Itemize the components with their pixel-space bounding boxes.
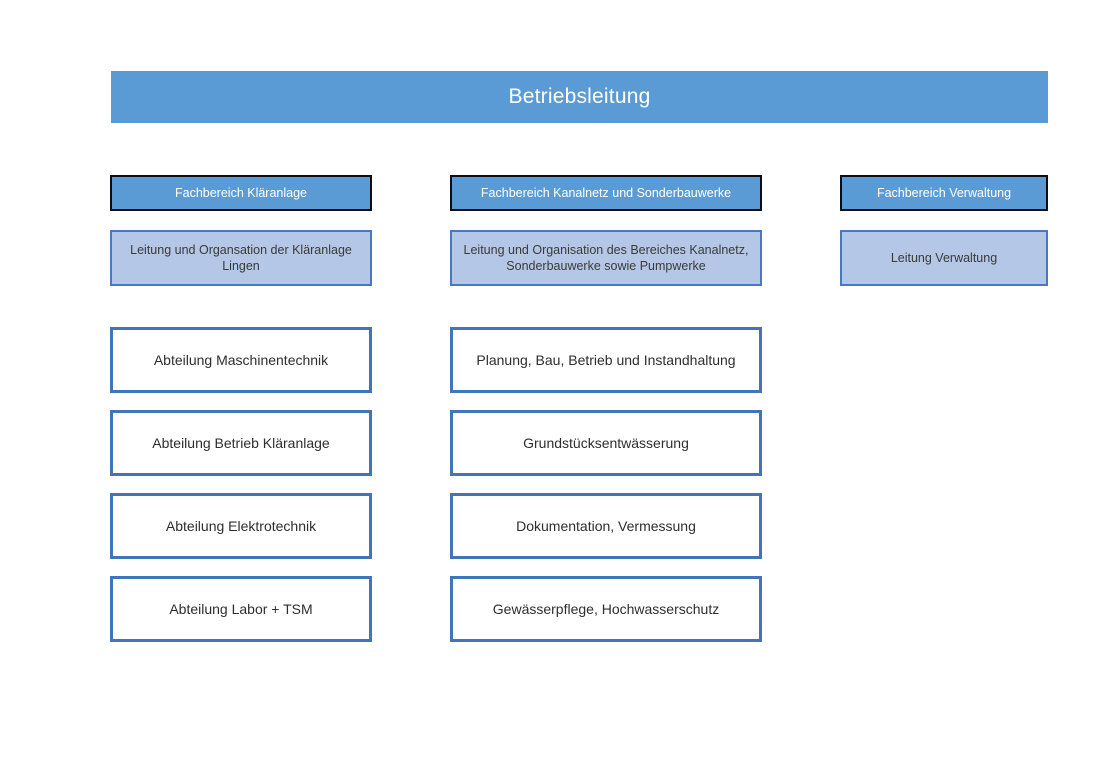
org-column-verwaltung: Fachbereich Verwaltung Leitung Verwaltun… — [840, 175, 1048, 286]
unit-label: Abteilung Labor + TSM — [169, 600, 313, 617]
department-box-verwaltung[interactable]: Fachbereich Verwaltung — [840, 175, 1048, 211]
org-column-klaeranlage: Fachbereich Kläranlage Leitung und Organ… — [110, 175, 372, 642]
leadership-box-verwaltung[interactable]: Leitung Verwaltung — [840, 230, 1048, 286]
unit-box[interactable]: Grundstücksentwässerung — [450, 410, 762, 476]
org-column-kanalnetz: Fachbereich Kanalnetz und Sonderbauwerke… — [450, 175, 762, 642]
unit-box[interactable]: Abteilung Elektrotechnik — [110, 493, 372, 559]
department-label: Fachbereich Kanalnetz und Sonderbauwerke — [480, 185, 732, 200]
leadership-box-kanalnetz[interactable]: Leitung und Organisation des Bereiches K… — [450, 230, 762, 286]
unit-box[interactable]: Abteilung Labor + TSM — [110, 576, 372, 642]
leadership-label: Leitung und Organisation des Bereiches K… — [463, 242, 749, 274]
department-label: Fachbereich Verwaltung — [876, 185, 1012, 200]
unit-box[interactable]: Dokumentation, Vermessung — [450, 493, 762, 559]
leadership-box-klaeranlage[interactable]: Leitung und Organsation der Kläranlage L… — [110, 230, 372, 286]
unit-label: Grundstücksentwässerung — [523, 434, 689, 451]
unit-label: Abteilung Betrieb Kläranlage — [152, 434, 330, 451]
unit-list-klaeranlage: Abteilung Maschinentechnik Abteilung Bet… — [110, 327, 372, 642]
department-box-klaeranlage[interactable]: Fachbereich Kläranlage — [110, 175, 372, 211]
unit-label: Abteilung Maschinentechnik — [153, 351, 329, 368]
department-box-kanalnetz[interactable]: Fachbereich Kanalnetz und Sonderbauwerke — [450, 175, 762, 211]
unit-label: Planung, Bau, Betrieb und Instandhaltung — [476, 351, 736, 368]
org-chart-banner: Betriebsleitung — [111, 71, 1048, 123]
org-chart-title: Betriebsleitung — [508, 85, 651, 109]
unit-box[interactable]: Abteilung Betrieb Kläranlage — [110, 410, 372, 476]
department-label: Fachbereich Kläranlage — [174, 185, 308, 200]
unit-box[interactable]: Planung, Bau, Betrieb und Instandhaltung — [450, 327, 762, 393]
leadership-label: Leitung Verwaltung — [890, 250, 998, 265]
unit-box[interactable]: Abteilung Maschinentechnik — [110, 327, 372, 393]
leadership-label: Leitung und Organsation der Kläranlage L… — [130, 242, 352, 274]
unit-label: Gewässerpflege, Hochwasserschutz — [492, 600, 720, 617]
unit-box[interactable]: Gewässerpflege, Hochwasserschutz — [450, 576, 762, 642]
unit-label: Abteilung Elektrotechnik — [165, 517, 317, 534]
unit-list-kanalnetz: Planung, Bau, Betrieb und Instandhaltung… — [450, 327, 762, 642]
unit-label: Dokumentation, Vermessung — [516, 517, 696, 534]
